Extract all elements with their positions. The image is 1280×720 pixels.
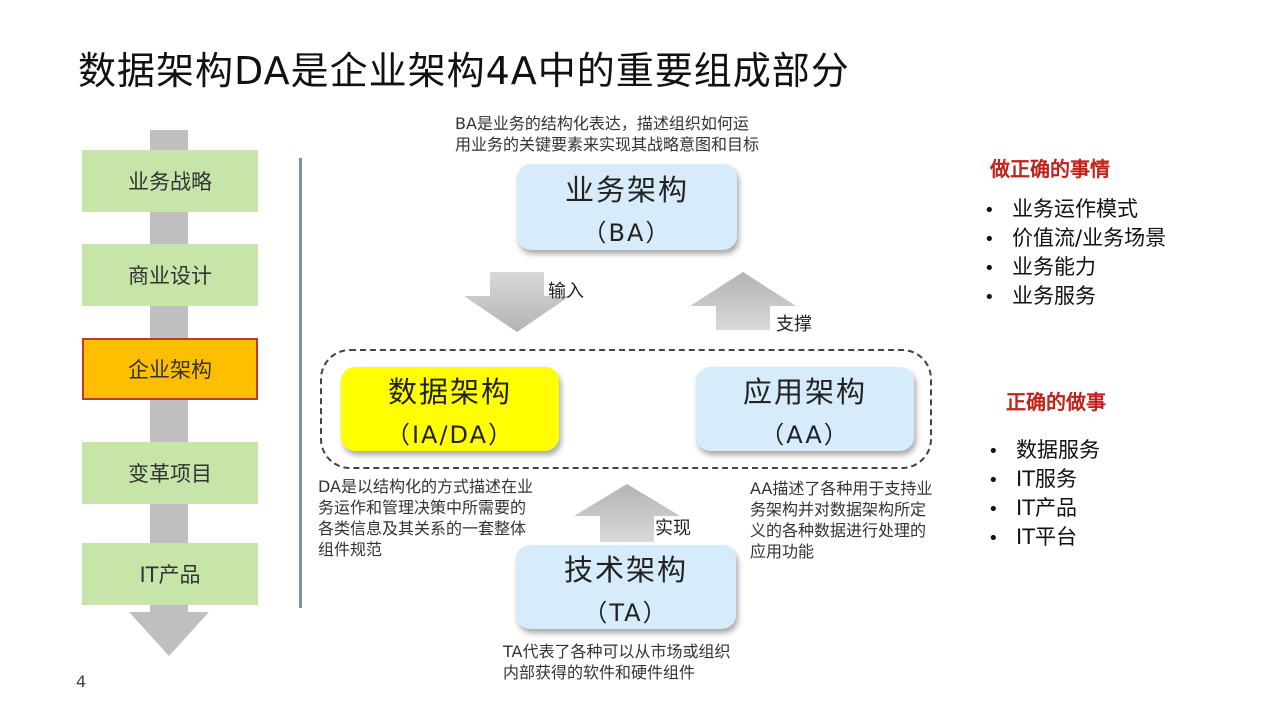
bullet-icon: •	[988, 470, 999, 491]
aa-box: 应用架构 （AA）	[696, 367, 914, 451]
right-list-2: •数据服务 •IT服务 •IT产品 •IT平台	[988, 436, 1100, 552]
ta-code: （TA）	[583, 598, 669, 627]
support-label: 支撑	[776, 314, 812, 335]
ia-code: （IA/DA）	[385, 420, 515, 449]
ta-note-line: TA代表了各种可以从市场或组织	[503, 642, 731, 661]
aa-note-line: 义的各种数据进行处理的	[750, 521, 927, 540]
aa-name: 应用架构	[742, 374, 867, 409]
ia-note-line: 各类信息及其关系的一套整体	[318, 519, 527, 538]
chain-item-enterprise-architecture: 企业架构	[82, 338, 258, 400]
chain-item-transformation-project: 变革项目	[82, 442, 258, 504]
ta-name: 技术架构	[563, 552, 688, 587]
list-item: •数据服务	[988, 436, 1100, 465]
chain-arrow-head	[129, 612, 209, 656]
list-item: •IT服务	[988, 465, 1100, 494]
aa-note-line: AA描述了各种用于支持业	[750, 479, 933, 498]
list-item: •业务服务	[984, 282, 1166, 311]
chain-item-business-strategy: 业务战略	[82, 150, 258, 212]
ta-box: 技术架构 （TA）	[516, 545, 736, 629]
bullet-icon: •	[984, 200, 995, 221]
ia-note-line: 务运作和管理决策中所需要的	[318, 498, 527, 517]
implement-up-arrow-icon	[574, 484, 680, 542]
ba-name: 业务架构	[564, 172, 689, 207]
ia-box: 数据架构 （IA/DA）	[341, 367, 559, 451]
chain-item-business-design: 商业设计	[82, 244, 258, 306]
section-heading-do-right-things: 做正确的事情	[990, 157, 1110, 181]
right-list-1: •业务运作模式 •价值流/业务场景 •业务能力 •业务服务	[984, 195, 1166, 311]
ta-note-line: 内部获得的软件和硬件组件	[503, 663, 696, 682]
page-title: 数据架构DA是企业架构4A中的重要组成部分	[78, 49, 850, 93]
ia-note-line: DA是以结构化的方式描述在业	[318, 477, 533, 496]
bullet-icon: •	[988, 528, 999, 549]
input-label: 输入	[548, 281, 584, 302]
aa-note: AA描述了各种用于支持业 务架构并对数据架构所定 义的各种数据进行处理的 应用功…	[750, 478, 932, 562]
aa-note-line: 应用功能	[750, 542, 815, 561]
bullet-icon: •	[988, 441, 999, 462]
aa-note-line: 务架构并对数据架构所定	[750, 500, 927, 519]
input-down-arrow-icon	[464, 272, 570, 332]
ba-note-line: 用业务的关键要素来实现其战略意图和目标	[455, 135, 760, 154]
ta-note: TA代表了各种可以从市场或组织 内部获得的软件和硬件组件	[503, 641, 730, 683]
divider-line	[299, 158, 302, 608]
list-item: •业务能力	[984, 253, 1166, 282]
section-heading-do-things-right: 正确的做事	[1006, 390, 1106, 414]
ba-code: （BA）	[582, 218, 672, 247]
page-number: 4	[76, 672, 87, 691]
chain-item-it-product: IT产品	[82, 543, 258, 605]
list-item: •业务运作模式	[984, 195, 1166, 224]
ia-name: 数据架构	[387, 374, 512, 409]
list-item: •IT产品	[988, 494, 1100, 523]
aa-code: （AA）	[760, 420, 850, 449]
list-item: •IT平台	[988, 523, 1100, 552]
ia-note-line: 组件规范	[318, 540, 383, 559]
list-item: •价值流/业务场景	[984, 224, 1166, 253]
bullet-icon: •	[984, 287, 995, 308]
bullet-icon: •	[984, 258, 995, 279]
bullet-icon: •	[988, 499, 999, 520]
implement-label: 实现	[655, 518, 691, 539]
ba-box: 业务架构 （BA）	[517, 164, 737, 250]
support-up-arrow-icon	[690, 272, 796, 330]
bullet-icon: •	[984, 229, 995, 250]
data-app-group	[320, 349, 932, 469]
ba-note-line: BA是业务的结构化表达，描述组织如何运	[455, 114, 749, 133]
ia-note: DA是以结构化的方式描述在业 务运作和管理决策中所需要的 各类信息及其关系的一套…	[318, 476, 533, 560]
ba-note: BA是业务的结构化表达，描述组织如何运 用业务的关键要素来实现其战略意图和目标	[455, 113, 759, 155]
